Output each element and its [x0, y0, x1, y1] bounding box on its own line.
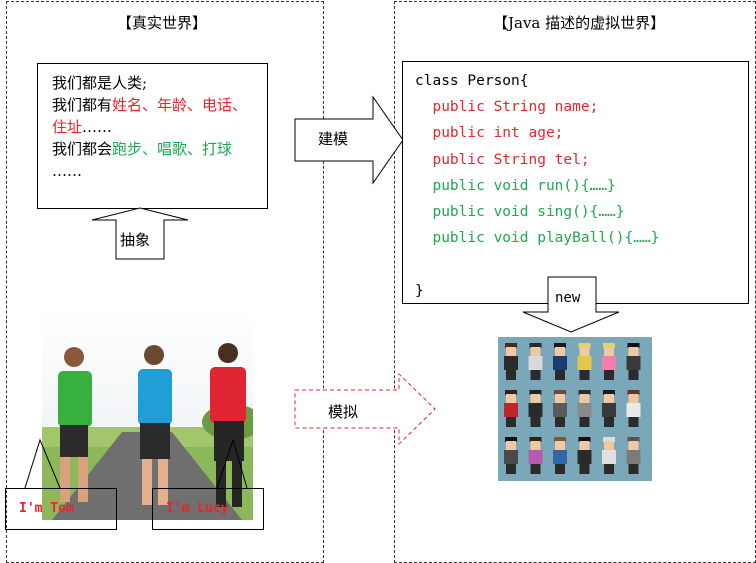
code-line — [415, 251, 659, 277]
description-line-4: 我们都会跑步、唱歌、打球 — [52, 140, 233, 158]
code-line: public String name; — [415, 99, 599, 116]
description-box: 我们都是人类; 我们都有姓名、年龄、电话、 住址…… 我们都会跑步、唱歌、打球 … — [37, 63, 268, 209]
pixel-person — [504, 390, 518, 427]
lucy-callout-pointer — [216, 438, 248, 489]
pixel-person — [528, 343, 543, 380]
description-line-2: 我们都有姓名、年龄、电话、 — [52, 96, 248, 114]
pixel-person — [528, 390, 543, 427]
pixel-person — [626, 390, 641, 427]
code-line: public void playBall(){……} — [415, 230, 660, 247]
tom-callout-pointer — [24, 438, 61, 489]
tom-callout — [5, 488, 117, 530]
walking-people-photo — [42, 307, 253, 520]
pixel-person — [626, 343, 641, 380]
pixel-person — [528, 437, 543, 474]
model-arrow — [294, 95, 404, 185]
code-box: class Person{ public String name; public… — [402, 61, 749, 304]
pixel-person — [626, 437, 641, 474]
lucy-callout-text: I'm Lucy — [166, 501, 229, 516]
abstract-label: 抽象 — [120, 231, 151, 249]
pixel-person — [602, 437, 616, 474]
simulate-arrow — [294, 372, 436, 446]
pixel-person — [504, 437, 518, 474]
abstract-arrow — [91, 207, 189, 260]
pixel-person — [577, 343, 592, 380]
new-label: new — [555, 290, 581, 306]
description-line-3: 住址…… — [52, 118, 113, 136]
code-line: public void sing(){……} — [415, 204, 625, 221]
code-line: public void run(){……} — [415, 177, 616, 194]
pixel-person — [602, 343, 616, 380]
pixel-person — [504, 343, 518, 380]
code-line: public String tel; — [415, 151, 590, 168]
tom-callout-text: I'm Tom — [19, 501, 74, 516]
code-line: public int age; — [415, 125, 564, 142]
description-line-5: …… — [52, 162, 82, 180]
pixel-person — [602, 390, 616, 427]
model-label: 建模 — [318, 130, 349, 148]
pixel-person — [553, 437, 567, 474]
simulate-label: 模拟 — [328, 403, 359, 421]
code-line: } — [415, 282, 424, 299]
new-arrow — [522, 276, 620, 333]
pixel-person — [577, 437, 592, 474]
pixel-person — [577, 390, 592, 427]
pixel-person — [553, 390, 567, 427]
real-world-title: 【真实世界】 — [117, 14, 208, 32]
description-line-1: 我们都是人类; — [52, 74, 148, 92]
virtual-world-title: 【Java 描述的虚拟世界】 — [493, 14, 666, 32]
lucy-callout — [152, 488, 264, 530]
attributes-text: 姓名、年龄、电话、 — [112, 96, 248, 114]
pixel-people-grid — [498, 337, 652, 481]
behaviors-text: 跑步、唱歌、打球 — [112, 140, 233, 158]
pixel-person — [553, 343, 567, 380]
code-line: class Person{ — [415, 73, 529, 89]
